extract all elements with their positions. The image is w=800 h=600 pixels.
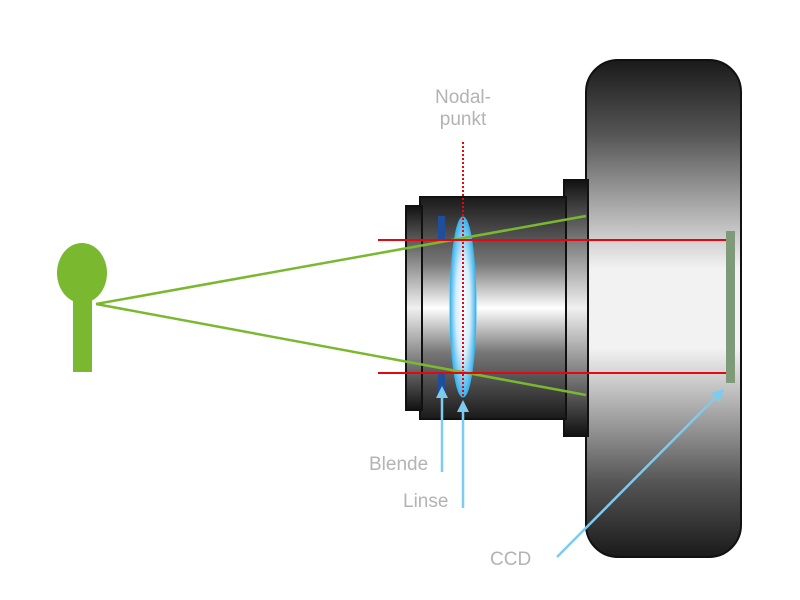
- camera-body: [585, 59, 742, 558]
- nodal-point-label-line1: Nodal-: [435, 87, 491, 108]
- object-head: [57, 243, 107, 303]
- blende-label: Blende: [369, 454, 428, 475]
- linse-label: Linse: [403, 491, 448, 512]
- blende-pointer-head: [436, 386, 448, 398]
- object-stem: [73, 292, 92, 372]
- lens-front-ring: [405, 205, 423, 411]
- green-ray-top: [95, 214, 587, 306]
- ccd-pointer: [556, 393, 720, 558]
- aperture-blade-bottom: [438, 374, 445, 398]
- nodal-point-label-line2: punkt: [440, 109, 487, 130]
- aperture-blade-top: [438, 216, 445, 240]
- linse-pointer-head: [457, 400, 469, 412]
- ccd-label: CCD: [490, 549, 531, 570]
- ccd-pointer-head: [711, 389, 724, 402]
- ccd-sensor: [726, 231, 735, 383]
- green-ray-bottom: [95, 302, 587, 397]
